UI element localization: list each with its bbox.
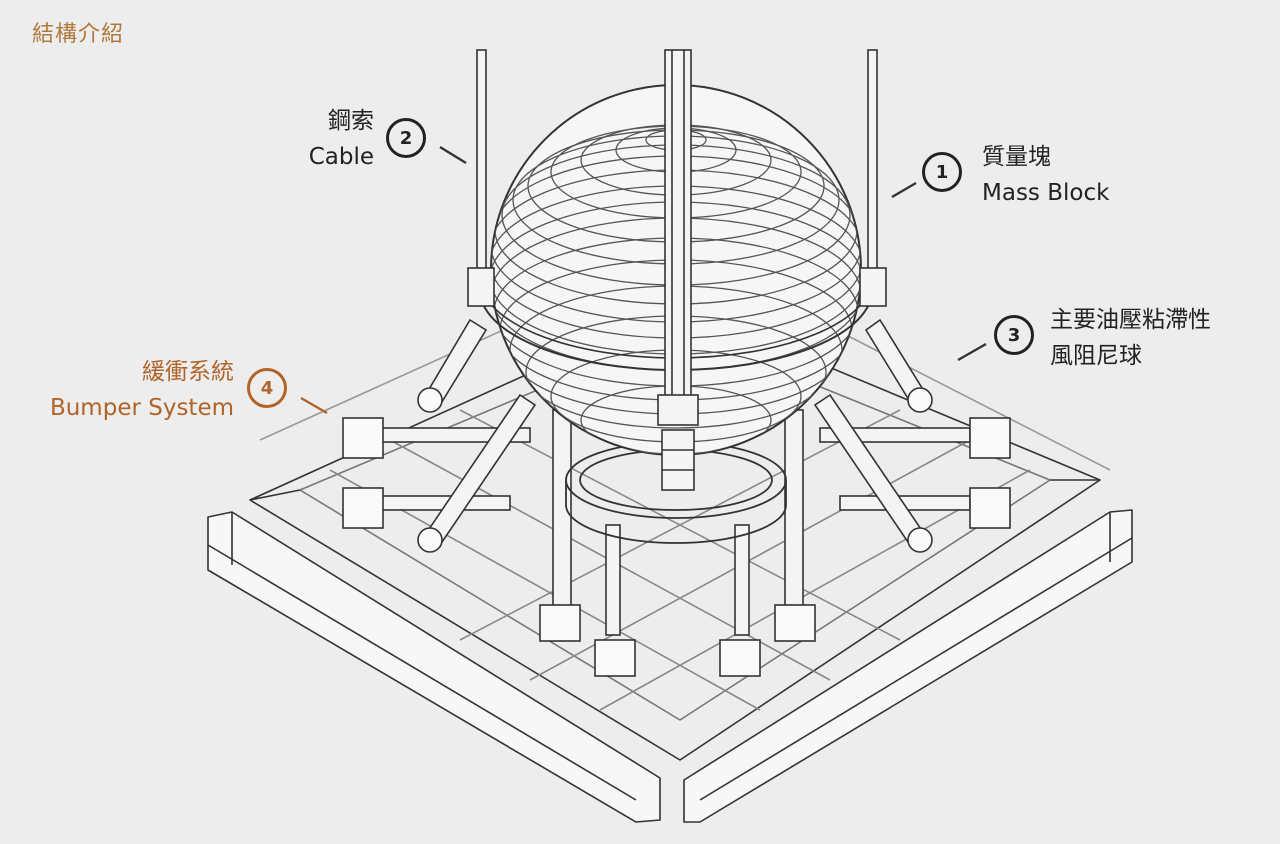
cable-label-zh: 鋼索 <box>328 108 374 134</box>
hydraulic-arms <box>379 318 971 636</box>
leader-lines <box>300 145 987 415</box>
callout-badge-3: 3 <box>994 315 1034 355</box>
damper-label: 主要油壓粘滯性 風阻尼球 <box>1050 302 1211 374</box>
callout-badge-4: 4 <box>247 368 287 408</box>
cable-label-en: Cable <box>308 144 374 170</box>
damper-label-line2: 風阻尼球 <box>1050 343 1142 369</box>
mass-block-label-zh: 質量塊 <box>982 144 1051 170</box>
mass-block-label: 質量塊 Mass Block <box>982 139 1109 211</box>
cable-label: 鋼索 Cable <box>290 103 374 175</box>
damper-label-line1: 主要油壓粘滯性 <box>1050 307 1211 333</box>
bumper-label-en: Bumper System <box>49 395 234 421</box>
bumper-label: 緩衝系統 Bumper System <box>10 354 234 426</box>
callout-badge-1: 1 <box>922 152 962 192</box>
callout-badge-2: 2 <box>386 118 426 158</box>
bumper-boxes <box>342 387 1011 677</box>
section-title: 結構介紹 <box>32 22 125 47</box>
mass-block-label-en: Mass Block <box>982 180 1110 206</box>
cables <box>467 49 887 491</box>
bumper-label-zh: 緩衝系統 <box>142 359 234 385</box>
